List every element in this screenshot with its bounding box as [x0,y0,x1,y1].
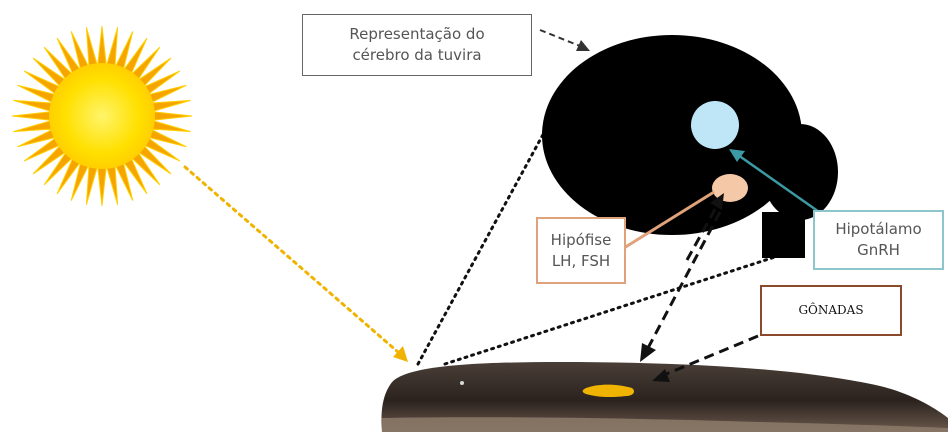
pituitary-arrow-up-head [710,193,724,210]
gonadas-label: GÔNADAS [760,285,902,336]
brain-label-line2: cérebro da tuvira [352,46,482,64]
hipofise-label: Hipófise LH, FSH [536,217,626,284]
brain-representation-label: Representação do cérebro da tuvira [302,14,532,76]
hipotalamo-label-line1: Hipotálamo [835,220,922,238]
hipotalamo-arrow-head [729,149,745,162]
hipotalamo-label-line2: GnRH [857,241,900,259]
gonadas-arrow-line [663,334,759,377]
light-arrow-line [183,165,400,354]
sun-disc [49,63,155,169]
hipofise-label-line1: Hipófise [550,230,612,249]
fish-tuvira [381,362,948,432]
hipotalamo-arrow-line [737,153,823,216]
brain-cerebrum [542,35,802,235]
fish-body [381,362,948,432]
pituitary-arrow-up-line [685,203,720,261]
light-arrow-head [393,346,408,362]
brain-label-line1: Representação do [349,25,485,43]
brain-silhouette [542,35,838,258]
fish-belly [382,417,948,432]
gonad-shape [582,384,634,398]
hipotalamo-label: Hipotálamo GnRH [813,210,944,270]
gonadas-label-text: GÔNADAS [798,303,864,317]
sun-icon [11,25,193,207]
brain-label-arrow-line [539,29,581,47]
hipofise-label-line2: LH, FSH [551,251,611,270]
zoom-line-right [443,254,780,366]
pituitary-oval [712,174,748,202]
brain-stem [762,212,805,258]
hypothalamus-circle [691,101,739,149]
zoom-line-left [416,116,554,366]
brain-cerebellum [762,124,838,220]
brain-label-arrow-head [576,40,590,51]
gonadas-arrow-head [652,369,670,382]
fish-eye [460,381,464,385]
pituitary-arrow-down-line [646,211,722,349]
hipofise-connector [623,190,715,250]
pituitary-arrow-down-head [640,343,656,362]
